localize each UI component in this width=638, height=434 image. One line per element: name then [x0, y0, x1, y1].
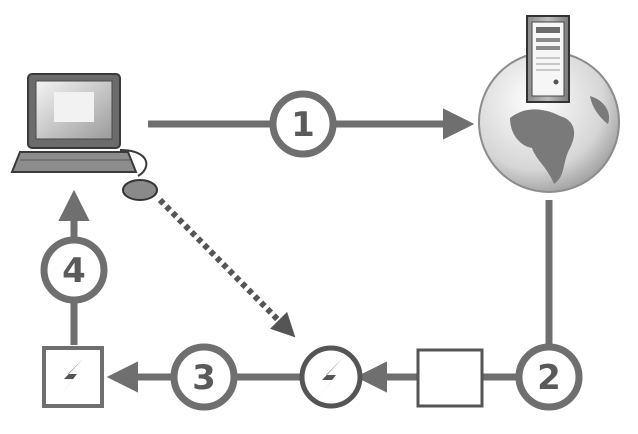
empty-box-icon: [416, 348, 484, 408]
step-1-marker: 1: [269, 90, 337, 158]
dashed-arrow-mouse-to-handler: [157, 197, 296, 338]
step-4-marker: 4: [40, 236, 108, 304]
step-4-label: 4: [62, 251, 86, 291]
globe-icon: [478, 51, 620, 193]
lightning-circle-icon: [299, 345, 363, 409]
computer-icon: [10, 73, 158, 201]
step-3-label: 3: [192, 358, 216, 398]
server-icon: [526, 15, 570, 103]
step-2-label: 2: [537, 358, 561, 398]
mouse-icon: [122, 179, 158, 201]
step-2-marker: 2: [515, 343, 583, 411]
step-1-label: 1: [291, 105, 315, 145]
step-3-marker: 3: [170, 343, 238, 411]
lightning-window-icon: [42, 346, 104, 408]
